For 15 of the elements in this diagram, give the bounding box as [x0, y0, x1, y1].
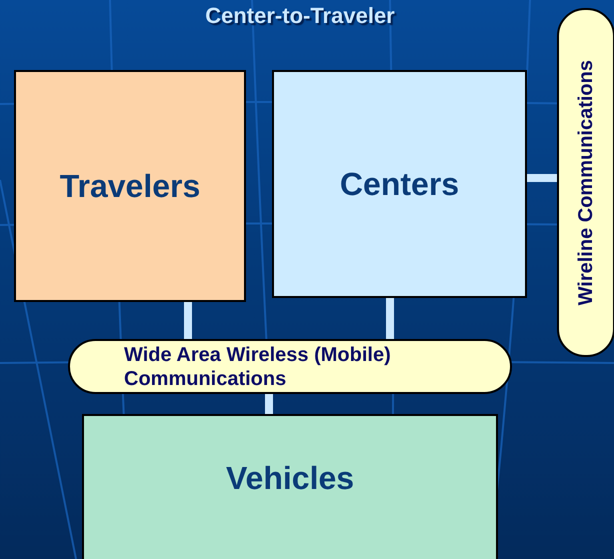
- connector-line: [386, 298, 394, 339]
- entity-box: [14, 70, 246, 302]
- entity-box: [82, 414, 498, 559]
- pill-label: Wireline Communications: [574, 60, 598, 306]
- box-label: Centers: [340, 166, 460, 202]
- communications-pill: [68, 339, 512, 394]
- entity-box: [272, 70, 527, 298]
- box-label: Travelers: [60, 168, 200, 204]
- box-label: Vehicles: [226, 460, 354, 496]
- diagram-title: Center-to-Traveler: [204, 2, 396, 30]
- connector-line: [527, 174, 557, 182]
- pill-label: Wide Area Wireless (Mobile) Communications: [124, 342, 392, 390]
- connector-line: [184, 302, 192, 339]
- connector-line: [265, 394, 273, 414]
- communications-pill: [557, 8, 614, 357]
